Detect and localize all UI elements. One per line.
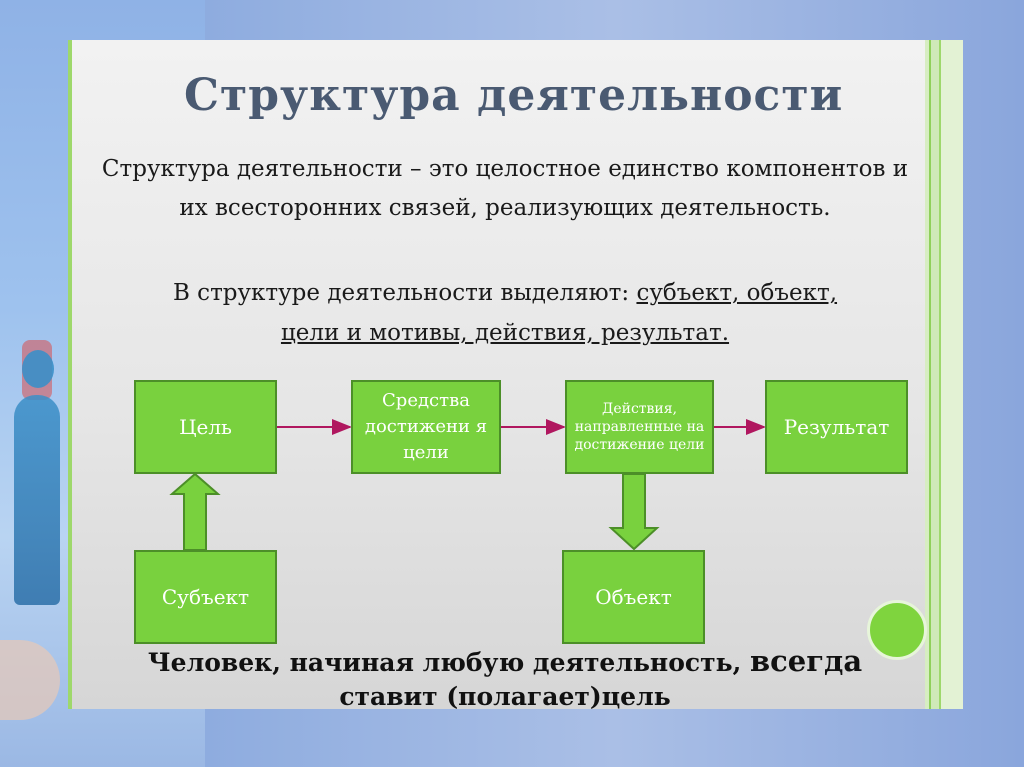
node-goal: Цель bbox=[134, 380, 277, 474]
node-object: Объект bbox=[562, 550, 705, 644]
edge-subject-goal bbox=[169, 472, 221, 551]
conclusion-text: Человек, начиная любую деятельность, все… bbox=[100, 644, 910, 714]
background-figure-body bbox=[14, 395, 60, 605]
node-subject: Субъект bbox=[134, 550, 277, 644]
components-prefix: В структуре деятельности выделяют: bbox=[172, 280, 637, 306]
slide-right-stripes bbox=[925, 40, 963, 709]
components-text: В структуре деятельности выделяют: субъе… bbox=[100, 273, 910, 353]
decorative-circle bbox=[867, 600, 927, 660]
node-means: Средства достижени я цели bbox=[351, 380, 501, 474]
definition-text: Структура деятельности – это целостное е… bbox=[101, 156, 909, 221]
components-list-line2: цели и мотивы, действия, результат. bbox=[280, 320, 730, 346]
background-figure-head bbox=[22, 350, 54, 388]
slide-left-stripe bbox=[68, 40, 72, 709]
conclusion-emphasis: всегда bbox=[750, 644, 863, 678]
conclusion-part2: ставит (полагает)цель bbox=[339, 682, 671, 711]
node-result: Результат bbox=[765, 380, 908, 474]
node-actions: Действия, направленные на достижение цел… bbox=[565, 380, 714, 474]
components-list-line1: субъект, объект, bbox=[636, 280, 838, 306]
edge-actions-object bbox=[608, 473, 660, 551]
slide-title: Структура деятельности bbox=[184, 70, 844, 121]
conclusion-part1: Человек, начиная любую деятельность, bbox=[147, 648, 750, 677]
